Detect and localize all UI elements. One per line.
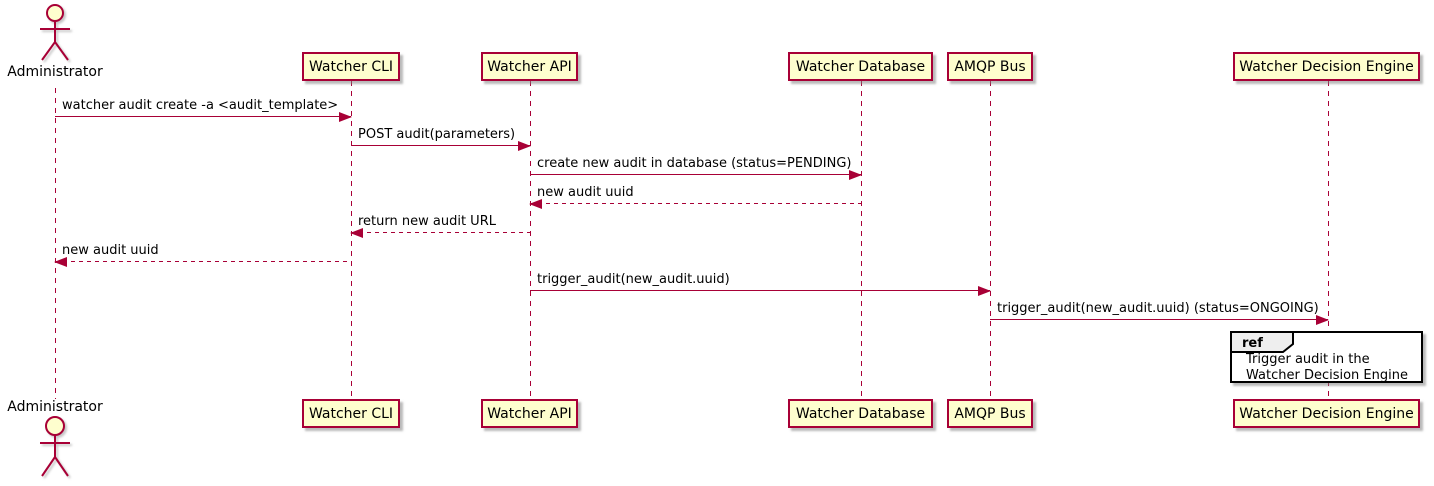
- lifeline-amqp-bus: [990, 81, 991, 399]
- lifeline-watcher-database: [861, 81, 862, 399]
- participant-bottom-amqp-bus: AMQP Bus: [947, 399, 1033, 428]
- arrowhead: [529, 199, 542, 209]
- lifeline-watcher-cli: [351, 81, 352, 399]
- message-8-label: trigger_audit(new_audit.uuid) (status=ON…: [997, 301, 1319, 316]
- message-7-label: trigger_audit(new_audit.uuid): [537, 272, 730, 287]
- message-1-label: watcher audit create -a <audit_template>: [62, 98, 339, 113]
- participant-bottom-watcher-decision-engine: Watcher Decision Engine: [1233, 399, 1420, 428]
- participant-top-watcher-decision-engine: Watcher Decision Engine: [1233, 52, 1420, 81]
- participant-bottom-watcher-cli: Watcher CLI: [302, 399, 400, 428]
- ref-line-1: Trigger audit in the: [1246, 352, 1370, 367]
- arrowhead: [978, 286, 991, 296]
- message-2: POST audit(parameters): [351, 125, 531, 151]
- arrowhead: [54, 257, 67, 267]
- actor-label-bottom: Administrator: [7, 399, 103, 415]
- message-5-label: return new audit URL: [358, 214, 496, 229]
- participant-top-amqp-bus: AMQP Bus: [947, 52, 1033, 81]
- lifeline-administrator: [55, 88, 56, 399]
- ref-keyword: ref: [1242, 336, 1263, 351]
- arrowhead: [350, 228, 363, 238]
- message-3: create new audit in database (status=PEN…: [530, 154, 862, 180]
- participant-bottom-watcher-database: Watcher Database: [788, 399, 933, 428]
- message-4: new audit uuid: [529, 183, 861, 209]
- message-8: trigger_audit(new_audit.uuid) (status=ON…: [990, 299, 1329, 325]
- message-4-label: new audit uuid: [537, 185, 634, 200]
- participant-top-watcher-database: Watcher Database: [788, 52, 933, 81]
- actor-figure-top: [40, 4, 70, 61]
- message-6: new audit uuid: [54, 241, 351, 267]
- message-1: watcher audit create -a <audit_template>: [55, 96, 352, 122]
- actor-figure-bottom: [40, 416, 70, 477]
- lifeline-watcher-api: [530, 81, 531, 399]
- message-6-label: new audit uuid: [62, 243, 159, 258]
- message-5: return new audit URL: [350, 212, 530, 238]
- ref-fragment: ref Trigger audit in the Watcher Decisio…: [1230, 331, 1423, 383]
- arrowhead: [849, 170, 862, 180]
- message-3-label: create new audit in database (status=PEN…: [537, 156, 852, 171]
- ref-tab: ref: [1230, 331, 1294, 353]
- lifeline-watcher-decision-engine: [1328, 81, 1329, 399]
- participant-top-watcher-api: Watcher API: [481, 52, 578, 81]
- participant-top-watcher-cli: Watcher CLI: [302, 52, 400, 81]
- message-7: trigger_audit(new_audit.uuid): [530, 270, 991, 296]
- participant-bottom-watcher-api: Watcher API: [481, 399, 578, 428]
- actor-label-top: Administrator: [7, 64, 103, 80]
- message-2-label: POST audit(parameters): [358, 127, 516, 142]
- arrowhead: [518, 141, 531, 151]
- arrowhead: [1316, 315, 1329, 325]
- ref-line-2: Watcher Decision Engine: [1246, 368, 1408, 383]
- arrowhead: [339, 112, 352, 122]
